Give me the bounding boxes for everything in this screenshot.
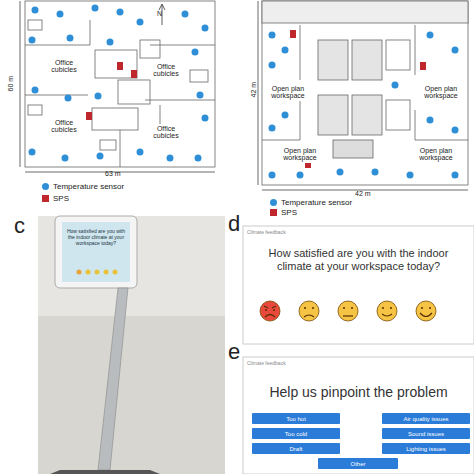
area-label: Open plan workspace: [417, 84, 465, 101]
legend-square: [270, 209, 277, 216]
option-button: Draft: [252, 443, 340, 454]
legend-item: SPS: [42, 194, 69, 203]
legend-square: [42, 195, 49, 202]
area-label: Open plan workspace: [412, 146, 460, 163]
legend-dot: [42, 183, 49, 190]
prompt-text: Help us pinpoint the problem: [243, 366, 474, 401]
sensor-dots-a: [29, 5, 209, 162]
button-text: Draft: [289, 446, 302, 452]
legend-text: SPS: [53, 194, 69, 203]
option-button: Other: [318, 458, 398, 469]
header-text: Climate feedback: [243, 226, 474, 235]
kiosk-screen: How satisfied are you with the indoor cl…: [62, 222, 130, 266]
panel-letter: d: [228, 212, 240, 235]
button-text: Sound issues: [408, 431, 444, 437]
dimension: 60 m: [7, 73, 14, 95]
button-text: Air quality issues: [403, 416, 448, 422]
option-button: Too cold: [252, 428, 340, 439]
option-button: Lighting issues: [382, 443, 470, 454]
problem-panel: Climate feedbackHelp us pinpoint the pro…: [243, 357, 474, 474]
kiosk-photo: [38, 216, 225, 474]
legend-item: SPS: [270, 208, 297, 217]
legend-text: SPS: [281, 208, 297, 217]
button-text: Lighting issues: [406, 446, 446, 452]
dimension: 63 m: [105, 170, 121, 177]
survey-screen: [243, 226, 474, 344]
area-label: Open plan workspace: [276, 146, 324, 163]
area-label: Office cubicles: [146, 62, 186, 79]
option-button: Too hot: [252, 413, 340, 424]
dimension: 42 m: [250, 79, 257, 101]
legend-dot: [270, 199, 277, 206]
sps-marks-a: [86, 62, 137, 120]
dimension: 42 m: [355, 190, 371, 197]
option-button: Sound issues: [382, 428, 470, 439]
area-label: Open plan workspace: [264, 84, 312, 101]
area-label: Office cubicles: [44, 118, 84, 135]
prompt-text: How satisfied are you with the indoor cl…: [62, 222, 130, 246]
north-label: N: [157, 10, 162, 17]
panel-letter: c: [14, 214, 25, 237]
button-text: Too hot: [286, 416, 306, 422]
option-button: Air quality issues: [382, 413, 470, 424]
prompt-text: How satisfied are you with the indoor cl…: [243, 235, 474, 273]
header-text: Climate feedback: [243, 357, 474, 366]
legend-item: Temperature sensor: [42, 182, 124, 191]
button-text: Other: [350, 461, 365, 467]
problem-screen: [243, 357, 474, 474]
floor-plan-b: [258, 1, 468, 190]
legend-item: Temperature sensor: [270, 198, 352, 207]
floor-plan-a: [20, 1, 215, 172]
legend-text: Temperature sensor: [281, 198, 352, 207]
area-label: Office cubicles: [44, 58, 84, 75]
panel-letter: e: [228, 340, 240, 363]
button-text: Too cold: [285, 431, 307, 437]
survey-panel: Climate feedbackHow satisfied are you wi…: [243, 226, 474, 344]
area-label: Office cubicles: [146, 124, 186, 141]
legend-text: Temperature sensor: [53, 182, 124, 191]
